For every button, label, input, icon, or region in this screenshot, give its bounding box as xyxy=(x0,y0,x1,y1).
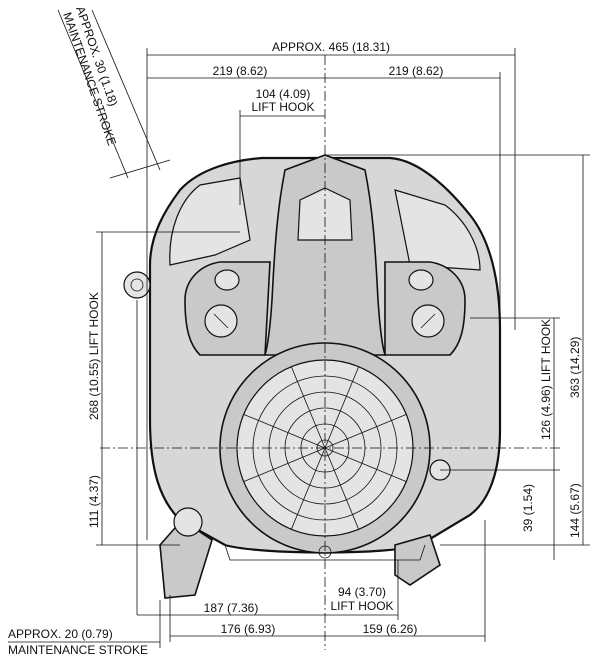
oil-fill-cap xyxy=(123,271,151,299)
dim-bottom-maintenance-label: MAINTENANCE STROKE xyxy=(8,643,148,657)
dim-right-144: 144 (5.67) xyxy=(568,483,582,538)
center-lines xyxy=(100,55,560,650)
air-cleaner-left xyxy=(169,177,251,266)
dim-right-219: 219 (8.62) xyxy=(389,64,444,78)
fan-spoke xyxy=(324,447,407,483)
fan-spoke xyxy=(324,366,360,449)
dim-right-39: 39 (1.54) xyxy=(521,484,535,532)
dim-bottom-maintenance-value: APPROX. 20 (0.79) xyxy=(8,627,113,641)
oil-port-left xyxy=(214,269,240,291)
bottom-maintenance-stroke: APPROX. 20 (0.79) MAINTENANCE STROKE xyxy=(8,600,161,657)
dim-bottom-lift-hook-label: LIFT HOOK xyxy=(330,599,393,613)
dim-bottom-159: 159 (6.26) xyxy=(363,622,418,636)
fan-spoke xyxy=(324,447,360,530)
dim-bottom-176: 176 (6.93) xyxy=(221,622,276,636)
dim-right-363: 363 (14.29) xyxy=(568,337,582,398)
dim-left-111: 111 (4.37) xyxy=(87,475,101,528)
right-dimensions: 363 (14.29) 126 (4.96) LIFT HOOK 144 (5.… xyxy=(327,154,590,560)
dim-bottom-187: 187 (7.36) xyxy=(204,601,259,615)
engine-illustration xyxy=(123,154,502,599)
dim-left-268-lift-hook: 268 (10.55) LIFT HOOK xyxy=(87,292,101,420)
fan-spoke xyxy=(324,413,407,449)
oil-filter-cap xyxy=(173,507,203,537)
dim-left-219: 219 (8.62) xyxy=(213,64,268,78)
oil-port-right xyxy=(408,269,434,291)
top-dimensions: APPROX. 465 (18.31) 219 (8.62) 219 (8.62… xyxy=(146,40,516,540)
air-cleaner-right xyxy=(394,189,481,271)
dim-approx-465: APPROX. 465 (18.31) xyxy=(272,40,390,54)
fan-spoke xyxy=(290,366,326,449)
top-maintenance-stroke: APPROX. 30 (1.18) MAINTENANCE STROKE xyxy=(57,4,171,179)
dim-bottom-lift-hook-value: 94 (3.70) xyxy=(338,585,386,599)
fan-spoke xyxy=(243,413,326,449)
left-dimensions: 268 (10.55) LIFT HOOK 111 (4.37) xyxy=(87,231,240,546)
dim-top-lift-hook-value: 104 (4.09) xyxy=(256,87,311,101)
fan-spoke xyxy=(290,447,326,530)
fan-screen-spokes xyxy=(243,366,407,530)
bottom-dimensions: 187 (7.36) 94 (3.70) LIFT HOOK 176 (6.93… xyxy=(136,300,486,642)
fan-spoke xyxy=(243,447,326,483)
dim-top-lift-hook-label: LIFT HOOK xyxy=(251,100,314,114)
dim-right-126-lift-hook: 126 (4.96) LIFT HOOK xyxy=(539,319,553,440)
